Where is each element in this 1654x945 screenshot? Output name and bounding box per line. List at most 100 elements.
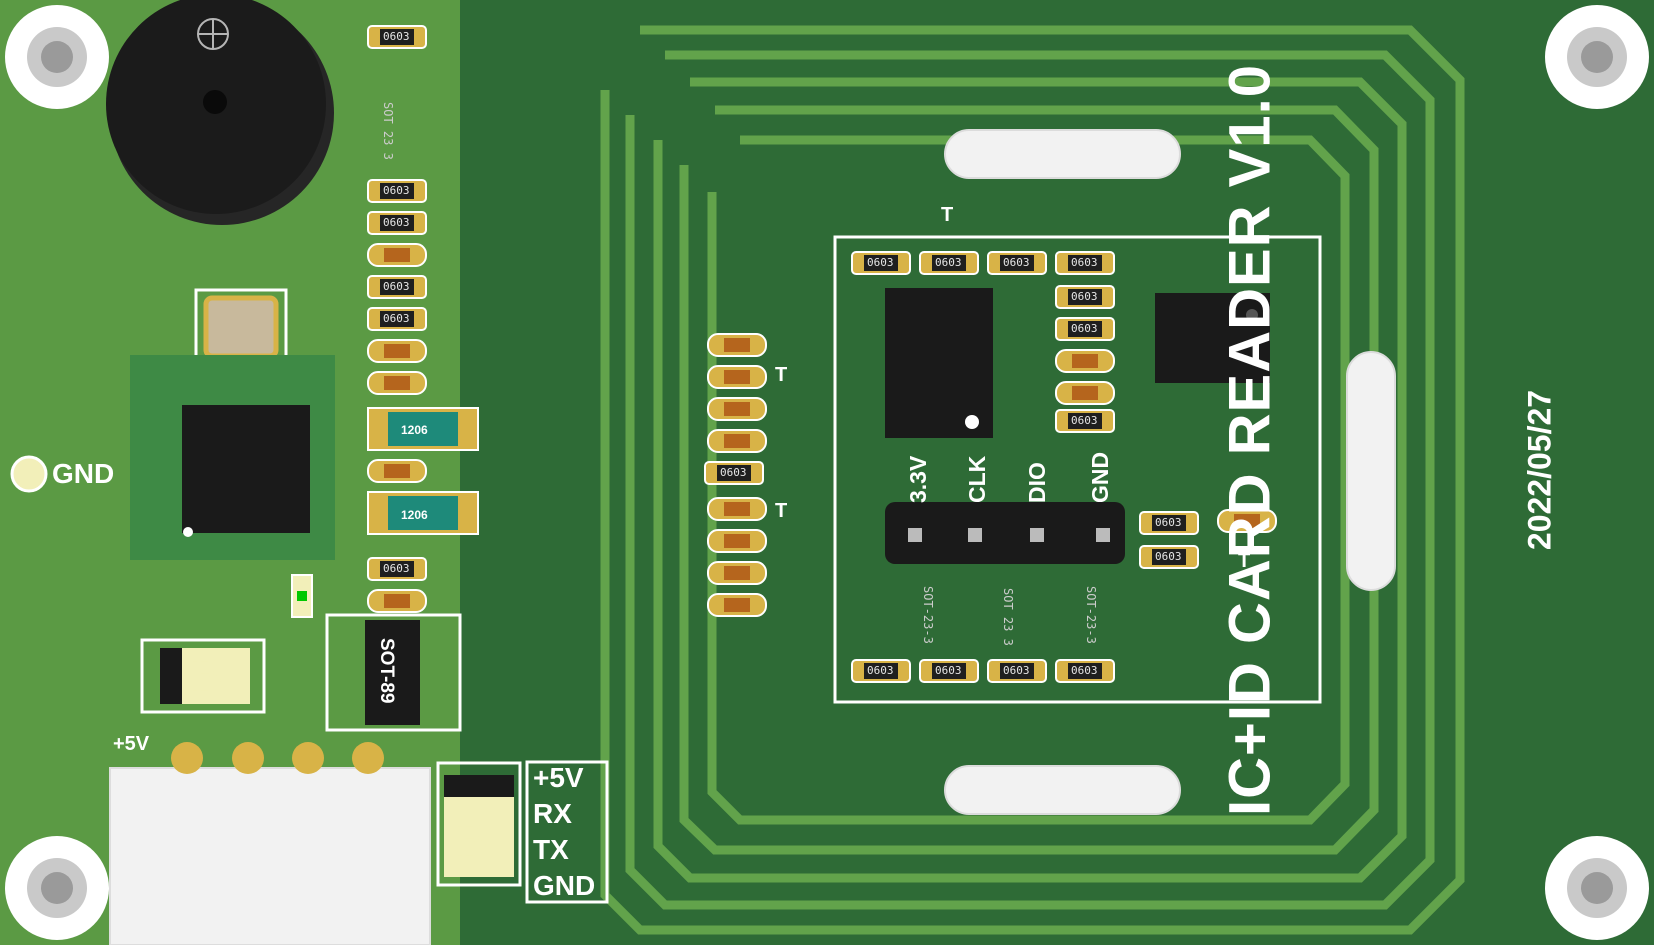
header-label-clk: CLK [964,455,990,503]
diode-markings [140,638,522,887]
capacitor-body [1072,354,1098,368]
resistor-label: 0603 [1071,256,1098,269]
resistor-label: 0603 [1071,664,1098,677]
pin-label-rx: RX [533,798,572,829]
board-slots [944,129,1396,815]
capacitor-body [388,412,458,446]
testpoint-label: T [775,364,788,386]
resistor-label: 0603 [1003,664,1030,677]
resistor-body [380,311,414,327]
antenna-coil [600,25,1465,935]
plus5v-label: +5V [113,733,150,755]
resistor-label: 0603 [383,184,410,197]
resistor-label: 0603 [1071,290,1098,303]
resistor-label: 0603 [383,280,410,293]
sot89-label: SOT-89 [376,638,397,704]
resistor-body [1152,515,1186,531]
sot23-label: SOT 23 3 [381,102,395,160]
pin-label-box [525,760,609,904]
resistor-label: 0603 [383,216,410,229]
mcu-chip [130,355,335,560]
capacitor-body [1072,386,1098,400]
sot89-regulator [325,613,462,732]
pin-label-gnd: GND [533,870,596,901]
resistor-body [1068,255,1102,271]
resistor-label: 0603 [935,256,962,269]
soic-chip [1155,293,1270,383]
resistor-body [380,561,414,577]
header-label-dio: DIO [1024,462,1050,503]
resistor-body [1000,255,1034,271]
resistor-label: 0603 [1071,414,1098,427]
resistor-body [932,255,966,271]
mounting-holes [5,5,1649,940]
resistor-body [1000,663,1034,679]
capacitor-body [724,338,750,352]
resistor-label: 0603 [383,312,410,325]
resistor-body [380,279,414,295]
resistor-label: 0603 [867,664,894,677]
resistor-body [717,465,751,481]
board-title: IC+ID CARD READER V1.0 [1217,64,1283,816]
capacitor-body [724,434,750,448]
pin-header [885,502,1125,564]
resistor-body [1068,663,1102,679]
sot23-3-label: SOT-23-3 [921,586,935,644]
diode-mark-b: B [190,650,224,704]
pin-label-5v: +5V [533,762,584,793]
testpoint-label: T [1238,550,1251,572]
resistor-body [864,255,898,271]
capacitor-body [384,464,410,478]
capacitor-body [724,534,750,548]
gnd-testpoint [10,455,48,493]
testpoint-label: T [775,500,788,522]
capacitor-body [384,376,410,390]
cap-1206-label: 1206 [401,423,428,437]
buzzer [106,0,334,225]
resistor-label: 0603 [720,466,747,479]
board-date: 2022/05/27 [1521,389,1558,551]
resistor-label: 0603 [1003,256,1030,269]
gnd-label: GND [52,458,115,489]
capacitor-body [724,370,750,384]
capacitor-body [384,344,410,358]
resistor-label: 0603 [867,256,894,269]
resistor-body [380,29,414,45]
resistor-body [1068,289,1102,305]
resistor-body [864,663,898,679]
sot23-3-label: SOT-23-3 [1084,586,1098,644]
crystal-oscillator [194,288,288,368]
resistor-label: 0603 [1071,322,1098,335]
resistor-label: 0603 [383,30,410,43]
resistor-label: 0603 [1155,550,1182,563]
capacitor-body [388,496,458,530]
testpoint-label: T [941,204,954,226]
resistor-body [1152,549,1186,565]
jst-connector [109,742,431,945]
led-dot [297,591,307,601]
pin-label-tx: TX [533,834,569,865]
capacitor-body [384,248,410,262]
reader-ic [833,235,1322,704]
capacitor-body [724,502,750,516]
resistor-label: 0603 [1155,516,1182,529]
passive-components [367,25,1277,683]
cap-1206-label: 1206 [401,508,428,522]
resistor-label: 0603 [383,562,410,575]
capacitor-body [724,566,750,580]
resistor-body [1068,321,1102,337]
header-label-gnd: GND [1087,451,1113,503]
capacitor-body [724,402,750,416]
resistor-label: 0603 [935,664,962,677]
sot23-label: SOT 23 3 [1001,588,1015,646]
capacitor-body [384,594,410,608]
diode-mark-b: B [455,815,489,869]
resistor-body [1068,413,1102,429]
resistor-body [380,215,414,231]
resistor-body [380,183,414,199]
header-label-3v3: 3.3V [905,455,931,503]
capacitor-body [1234,514,1260,528]
resistor-body [932,663,966,679]
capacitor-body [724,598,750,612]
